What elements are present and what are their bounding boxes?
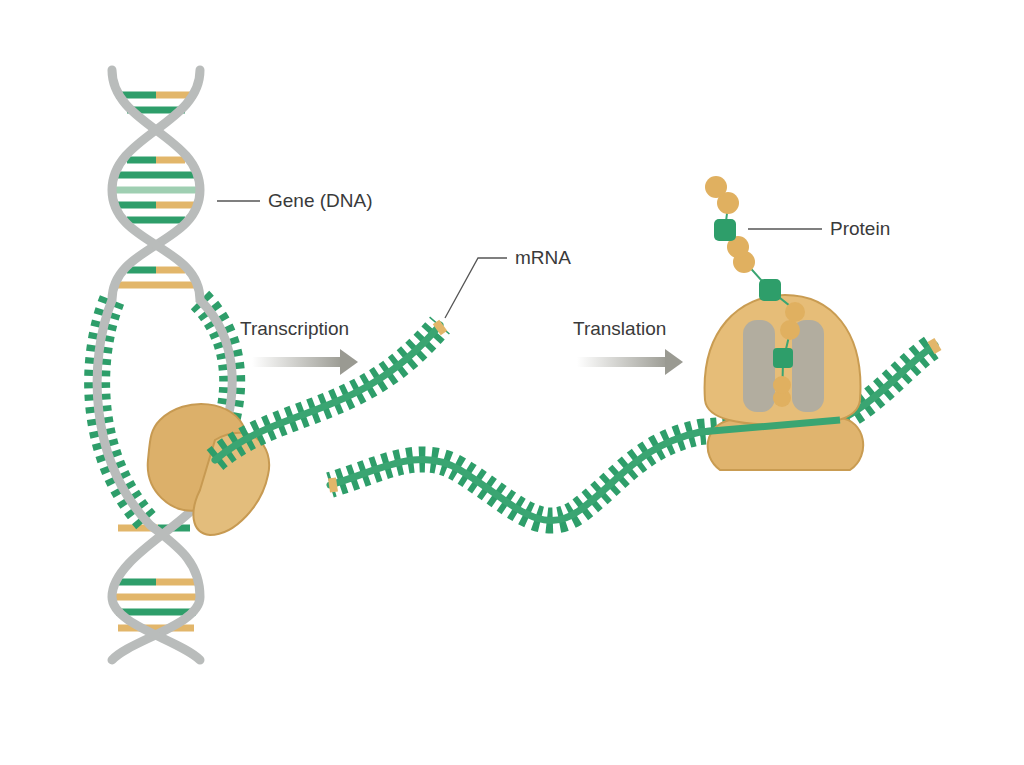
process-arrow (577, 349, 683, 375)
ribosome (700, 295, 863, 470)
callout-label: Protein (830, 218, 890, 240)
callout-label: Translation (573, 318, 666, 340)
dna-strands (97, 70, 232, 660)
protein-chain (705, 176, 805, 407)
callout-label: Transcription (240, 318, 349, 340)
dna-rungs (112, 95, 200, 628)
callout-label: Gene (DNA) (268, 190, 373, 212)
leader-line (217, 201, 822, 318)
mrna-strand (215, 322, 444, 460)
process-arrow (252, 349, 358, 375)
callout-label: mRNA (515, 247, 571, 269)
